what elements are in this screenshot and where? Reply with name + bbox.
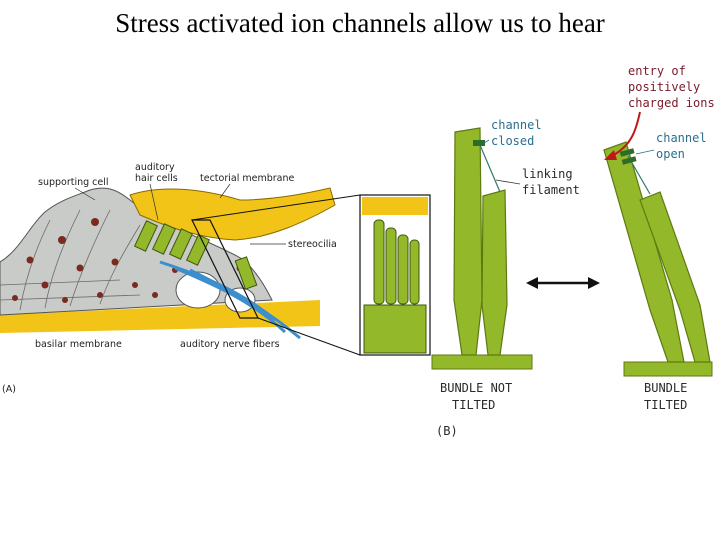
- bundle-not-tilted: [431, 127, 533, 370]
- tectorial-membrane-label: tectorial membrane: [200, 173, 294, 184]
- ion-entry-arrow: [604, 111, 641, 160]
- slide-title: Stress activated ion channels allow us t…: [115, 8, 605, 38]
- auditory-hair-cells: [133, 220, 258, 290]
- basilar-membrane-label: basilar membrane: [35, 339, 122, 350]
- stereocilia-label: stereocilia: [288, 239, 337, 250]
- channel-open-label-1: channel: [656, 131, 707, 145]
- channel-closed-label-2: closed: [491, 134, 534, 148]
- auditory-label-1: auditory: [135, 162, 175, 173]
- bundle-not-tilted-label-2: TILTED: [452, 398, 495, 412]
- bundle-tilted-label-2: TILTED: [644, 398, 687, 412]
- panel-b-label: (B): [436, 424, 458, 438]
- bundle-not-tilted-label-1: BUNDLE NOT: [440, 381, 512, 395]
- supporting-cell-label: supporting cell: [38, 177, 109, 188]
- bundle-tilted-label-1: BUNDLE: [644, 381, 687, 395]
- hair-cells-label: hair cells: [135, 173, 178, 184]
- stereocilia-zoom-panel: [359, 194, 431, 356]
- panel-a: supporting cell auditory hair cells tect…: [0, 162, 431, 395]
- tilt-double-arrow: [526, 277, 600, 289]
- panel-a-label: (A): [2, 384, 16, 395]
- linking-filament-label-2: filament: [522, 183, 580, 197]
- auditory-nerve-fibers-label: auditory nerve fibers: [180, 339, 280, 350]
- ion-entry-label-3: charged ions: [628, 96, 715, 110]
- linking-filament-label-1: linking: [522, 167, 573, 181]
- channel-closed-label-1: channel: [491, 118, 542, 132]
- ion-entry-label-1: entry of: [628, 64, 686, 78]
- ion-entry-label-2: positively: [628, 80, 700, 94]
- panel-b: channel closed linking filament entry of…: [431, 64, 715, 438]
- channel-open-label-2: open: [656, 147, 685, 161]
- auditory-nerve-fibers: [159, 260, 301, 340]
- bundle-tilted: [603, 141, 713, 377]
